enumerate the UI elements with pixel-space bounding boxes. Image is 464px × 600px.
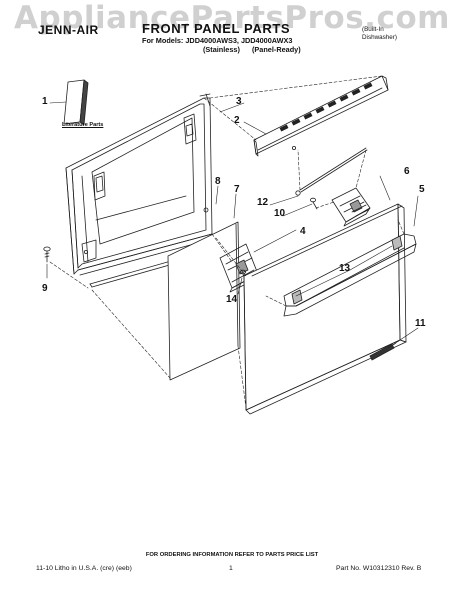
product-type: (Built-In Dishwasher): [362, 26, 397, 42]
callout-5: 5: [419, 184, 425, 195]
front-door-panel[interactable]: [243, 203, 407, 415]
variant-stainless: (Stainless): [203, 45, 240, 54]
variant-panel-ready: (Panel-Ready): [252, 45, 301, 54]
handle-bracket-right[interactable]: [331, 187, 371, 227]
literature-parts-label: Literature Parts: [62, 122, 104, 128]
callout-14: 14: [226, 294, 238, 305]
door-handle[interactable]: [283, 233, 417, 317]
callout-12: 12: [257, 197, 269, 208]
callout-3: 3: [236, 96, 242, 107]
callout-2: 2: [234, 115, 240, 126]
screw-9[interactable]: [43, 246, 51, 263]
page-number: 1: [229, 565, 233, 572]
callout-1: 1: [42, 96, 48, 107]
ordering-note: FOR ORDERING INFORMATION REFER TO PARTS …: [145, 552, 319, 558]
outer-door-panel[interactable]: [167, 221, 241, 381]
callout-11: 11: [415, 318, 426, 329]
callout-8: 8: [215, 176, 221, 187]
control-panel[interactable]: [253, 75, 389, 157]
screw-10[interactable]: [309, 197, 318, 210]
callout-13: 13: [339, 263, 351, 274]
part-number: Part No. W10312310 Rev. B: [336, 565, 422, 572]
product-type-line2: Dishwasher): [362, 34, 397, 41]
callout-7: 7: [234, 184, 240, 195]
print-info: 11-10 Litho in U.S.A. (cre) (eeb): [36, 565, 132, 572]
product-type-line1: (Built-In: [362, 26, 384, 33]
callout-9: 9: [42, 283, 48, 294]
assembly-guide-lines: [49, 75, 405, 409]
page-title: FRONT PANEL PARTS: [142, 21, 291, 36]
callout-10: 10: [274, 208, 286, 219]
door-wire-rod[interactable]: [295, 147, 368, 196]
literature-booklet[interactable]: [63, 79, 89, 126]
brand-logo: JENN-AIR: [38, 23, 99, 37]
callout-leaders: [46, 101, 419, 349]
model-list: For Models: JDD4000AWS3, JDD4000AWX3: [142, 36, 293, 45]
callout-4: 4: [300, 226, 306, 237]
callout-6: 6: [404, 166, 410, 177]
